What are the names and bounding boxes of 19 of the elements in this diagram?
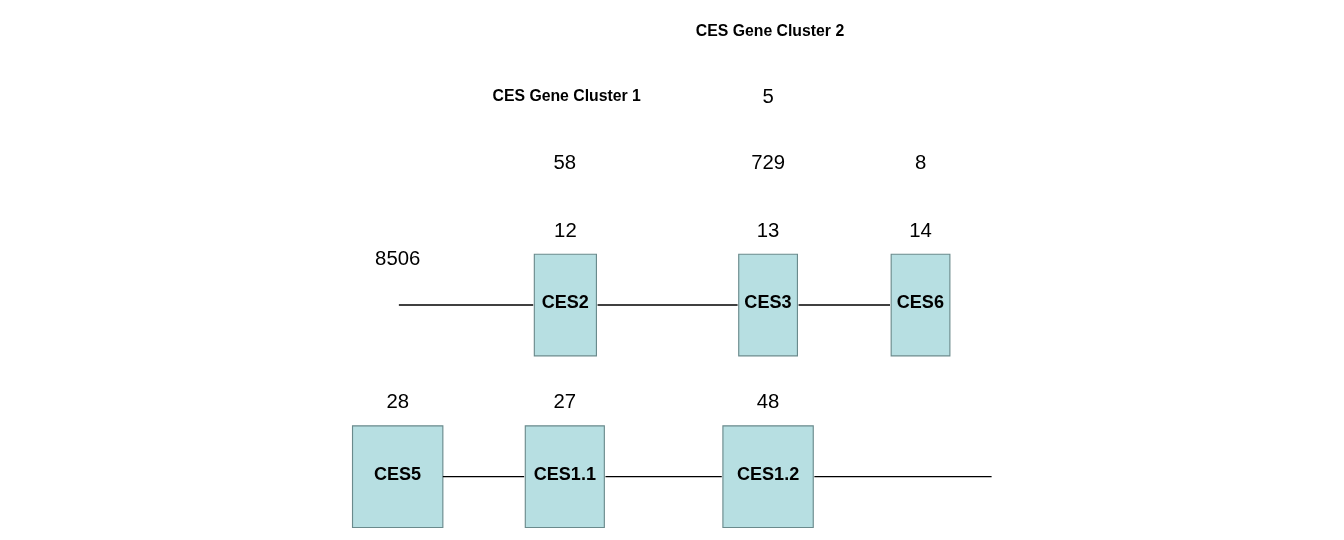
label: 8: [914, 150, 926, 173]
connector: [596, 304, 738, 306]
node-label: 48: [756, 390, 779, 413]
node-label: 14: [908, 218, 932, 241]
node-label: 27: [553, 390, 576, 413]
label: CES Gene Cluster 2: [695, 21, 844, 39]
connector: [797, 304, 891, 306]
node-label: 13: [756, 218, 779, 241]
node-label: 12: [553, 218, 577, 241]
connector: [441, 475, 525, 478]
label: CES Gene Cluster 1: [492, 87, 641, 105]
label: 58: [553, 150, 576, 173]
node-label: 28: [385, 390, 409, 413]
label: 8506: [374, 246, 420, 269]
connector: [397, 304, 534, 306]
label: 5: [761, 85, 774, 108]
connector: [604, 475, 722, 478]
label: 729: [750, 150, 785, 173]
connector: [813, 475, 992, 478]
